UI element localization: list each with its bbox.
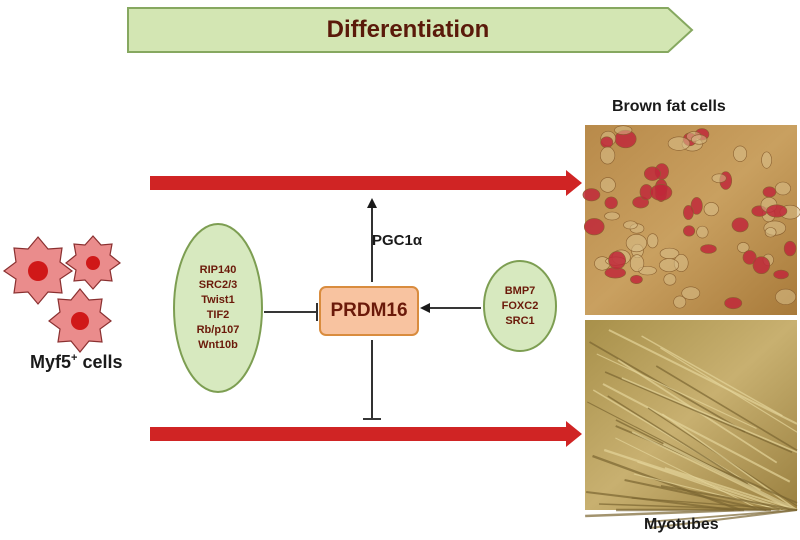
inhibitor-item: TIF2 <box>206 309 230 321</box>
myotube-texture <box>603 448 788 512</box>
fat-cell-texture <box>646 233 659 249</box>
myotube-texture <box>596 353 757 430</box>
fat-cell-texture <box>683 225 696 237</box>
pgc1a-label: PGC1α <box>372 232 423 249</box>
prdm16-label: PRDM16 <box>330 300 408 321</box>
fat-cell-texture <box>762 186 777 198</box>
fat-cell-texture <box>764 227 777 238</box>
differentiation-banner <box>127 7 694 53</box>
fat-cell-texture <box>773 269 789 280</box>
fat-cell-texture <box>614 125 633 135</box>
myf5-label-rest: cells <box>77 352 123 372</box>
fat-cell-texture <box>604 211 620 221</box>
myotube-texture <box>631 431 794 511</box>
myf5-cells-label: Myf5+ cells <box>30 352 123 373</box>
inhibitor-item: RIP140 <box>199 264 237 276</box>
inhibition-line <box>264 303 318 321</box>
brown-fat-cells-label: Brown fat cells <box>612 98 726 115</box>
myotube-inhibition-line <box>363 340 381 420</box>
myotube-texture <box>621 377 798 454</box>
fat-cell-texture <box>761 151 772 169</box>
myotube-texture <box>602 383 791 483</box>
activators-list: BMP7 FOXC2 SRC1 <box>484 261 556 351</box>
fat-cell-texture <box>783 240 797 257</box>
fat-cell-texture <box>663 273 677 286</box>
myotube-texture <box>624 479 767 511</box>
activation-arrow <box>420 303 481 313</box>
differentiation-title: Differentiation <box>326 16 490 43</box>
fat-cell-texture <box>737 242 750 253</box>
fat-cell-texture <box>608 251 626 270</box>
fat-cell-texture <box>711 173 727 183</box>
myf5-cells-icon <box>2 235 122 353</box>
fat-cell-texture <box>733 145 748 162</box>
fat-cell-texture <box>659 258 680 272</box>
myotube-texture <box>662 442 798 512</box>
activators-oval <box>483 260 557 352</box>
fat-cell-texture <box>583 218 605 236</box>
fat-cell-texture <box>703 202 719 217</box>
brown-fat-pathway-arrow <box>150 170 582 196</box>
brown-fat-image <box>582 125 800 315</box>
fat-cell-texture <box>775 288 797 305</box>
myotube-texture <box>655 365 798 452</box>
fat-cell-texture <box>700 244 717 254</box>
fat-cell-texture <box>673 295 687 309</box>
pgc1a-activation-arrow <box>367 198 377 282</box>
fat-cell-texture <box>690 197 703 215</box>
fat-cell-texture <box>629 254 645 273</box>
myotube-texture <box>604 371 793 453</box>
fat-cell-texture <box>643 166 661 181</box>
activator-item: FOXC2 <box>501 299 539 312</box>
inhibitor-item: SRC2/3 <box>198 279 238 291</box>
inhibitor-item: Wnt10b <box>198 339 238 351</box>
inhibitors-oval <box>173 223 263 393</box>
fat-cell-texture <box>775 181 791 196</box>
myotubes-image <box>585 320 798 530</box>
fat-cell-texture <box>600 136 614 149</box>
myotube-texture <box>641 335 783 417</box>
fat-cell-texture <box>752 256 771 275</box>
fat-cell-texture <box>625 233 648 253</box>
myotube-texture <box>660 347 798 433</box>
myotube-texture <box>664 467 798 511</box>
fat-cell-texture <box>731 217 749 233</box>
myotube-texture <box>585 508 745 518</box>
fat-cell-texture <box>623 220 638 230</box>
fat-cell-texture <box>667 136 691 151</box>
fat-cell-texture <box>630 275 643 284</box>
fat-cell-texture <box>724 297 743 310</box>
inhibitors-list: RIP140 SRC2/3 Twist1 TIF2 Rb/p107 Wnt10b <box>174 224 262 392</box>
activator-item: BMP7 <box>504 284 536 297</box>
fat-cell-texture <box>604 196 618 210</box>
myotube-texture <box>660 484 798 512</box>
myotubes-label: Myotubes <box>644 516 719 533</box>
myotube-pathway-arrow <box>150 421 582 447</box>
myotube-texture <box>650 508 798 530</box>
myf5-label-superscript: + <box>71 352 78 364</box>
activator-item: SRC1 <box>505 314 535 327</box>
myotube-texture <box>633 473 782 511</box>
fat-cell-texture <box>742 250 757 265</box>
myf5-label-main: Myf5 <box>30 352 72 372</box>
myotube-texture <box>607 395 749 485</box>
fat-cell-texture <box>649 184 673 201</box>
myotube-texture <box>631 497 798 511</box>
inhibitor-item: Twist1 <box>201 294 235 306</box>
fat-cell-texture <box>599 177 616 193</box>
myotube-texture <box>592 454 741 512</box>
fat-cell-texture <box>683 205 694 220</box>
myotube-texture <box>615 437 762 511</box>
myotube-texture <box>608 329 798 425</box>
prdm16-box <box>319 286 419 336</box>
fat-cell-texture <box>766 204 788 218</box>
fat-cell-texture <box>582 188 601 202</box>
inhibitor-item: Rb/p107 <box>196 324 240 336</box>
fat-cell-texture <box>691 134 708 145</box>
fat-cell-texture <box>600 146 616 165</box>
myotube-texture <box>645 509 798 523</box>
fat-cell-texture <box>696 225 709 239</box>
fat-cell-texture <box>681 286 701 300</box>
